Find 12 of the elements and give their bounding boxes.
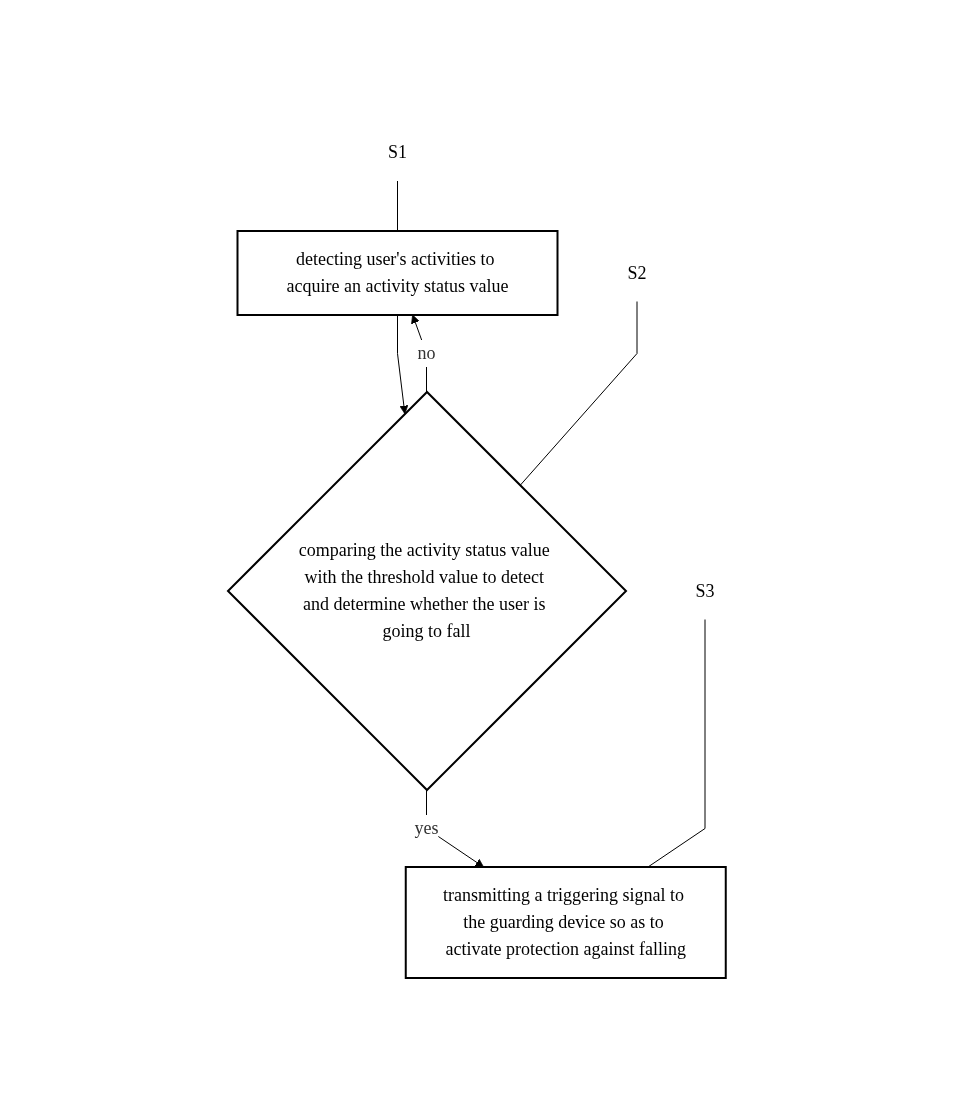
connector [519,301,638,486]
node-text: S1 [387,142,407,162]
edge-label: yes [414,818,439,838]
node-diamond: comparing the activity status value with the threshold value to detect and determine whether the user is going to fall [226,390,628,792]
node-box: detecting user's activities to acquire an activity status value [236,230,559,316]
connector [647,619,706,868]
node-text: S2 [627,262,647,283]
connector [396,180,398,232]
arrow [396,314,408,415]
node-box: transmitting a triggering signal to the guarding device so as to activate protection against falling [404,866,727,979]
edge-label: no [417,343,436,363]
node-text: S3 [695,580,715,601]
